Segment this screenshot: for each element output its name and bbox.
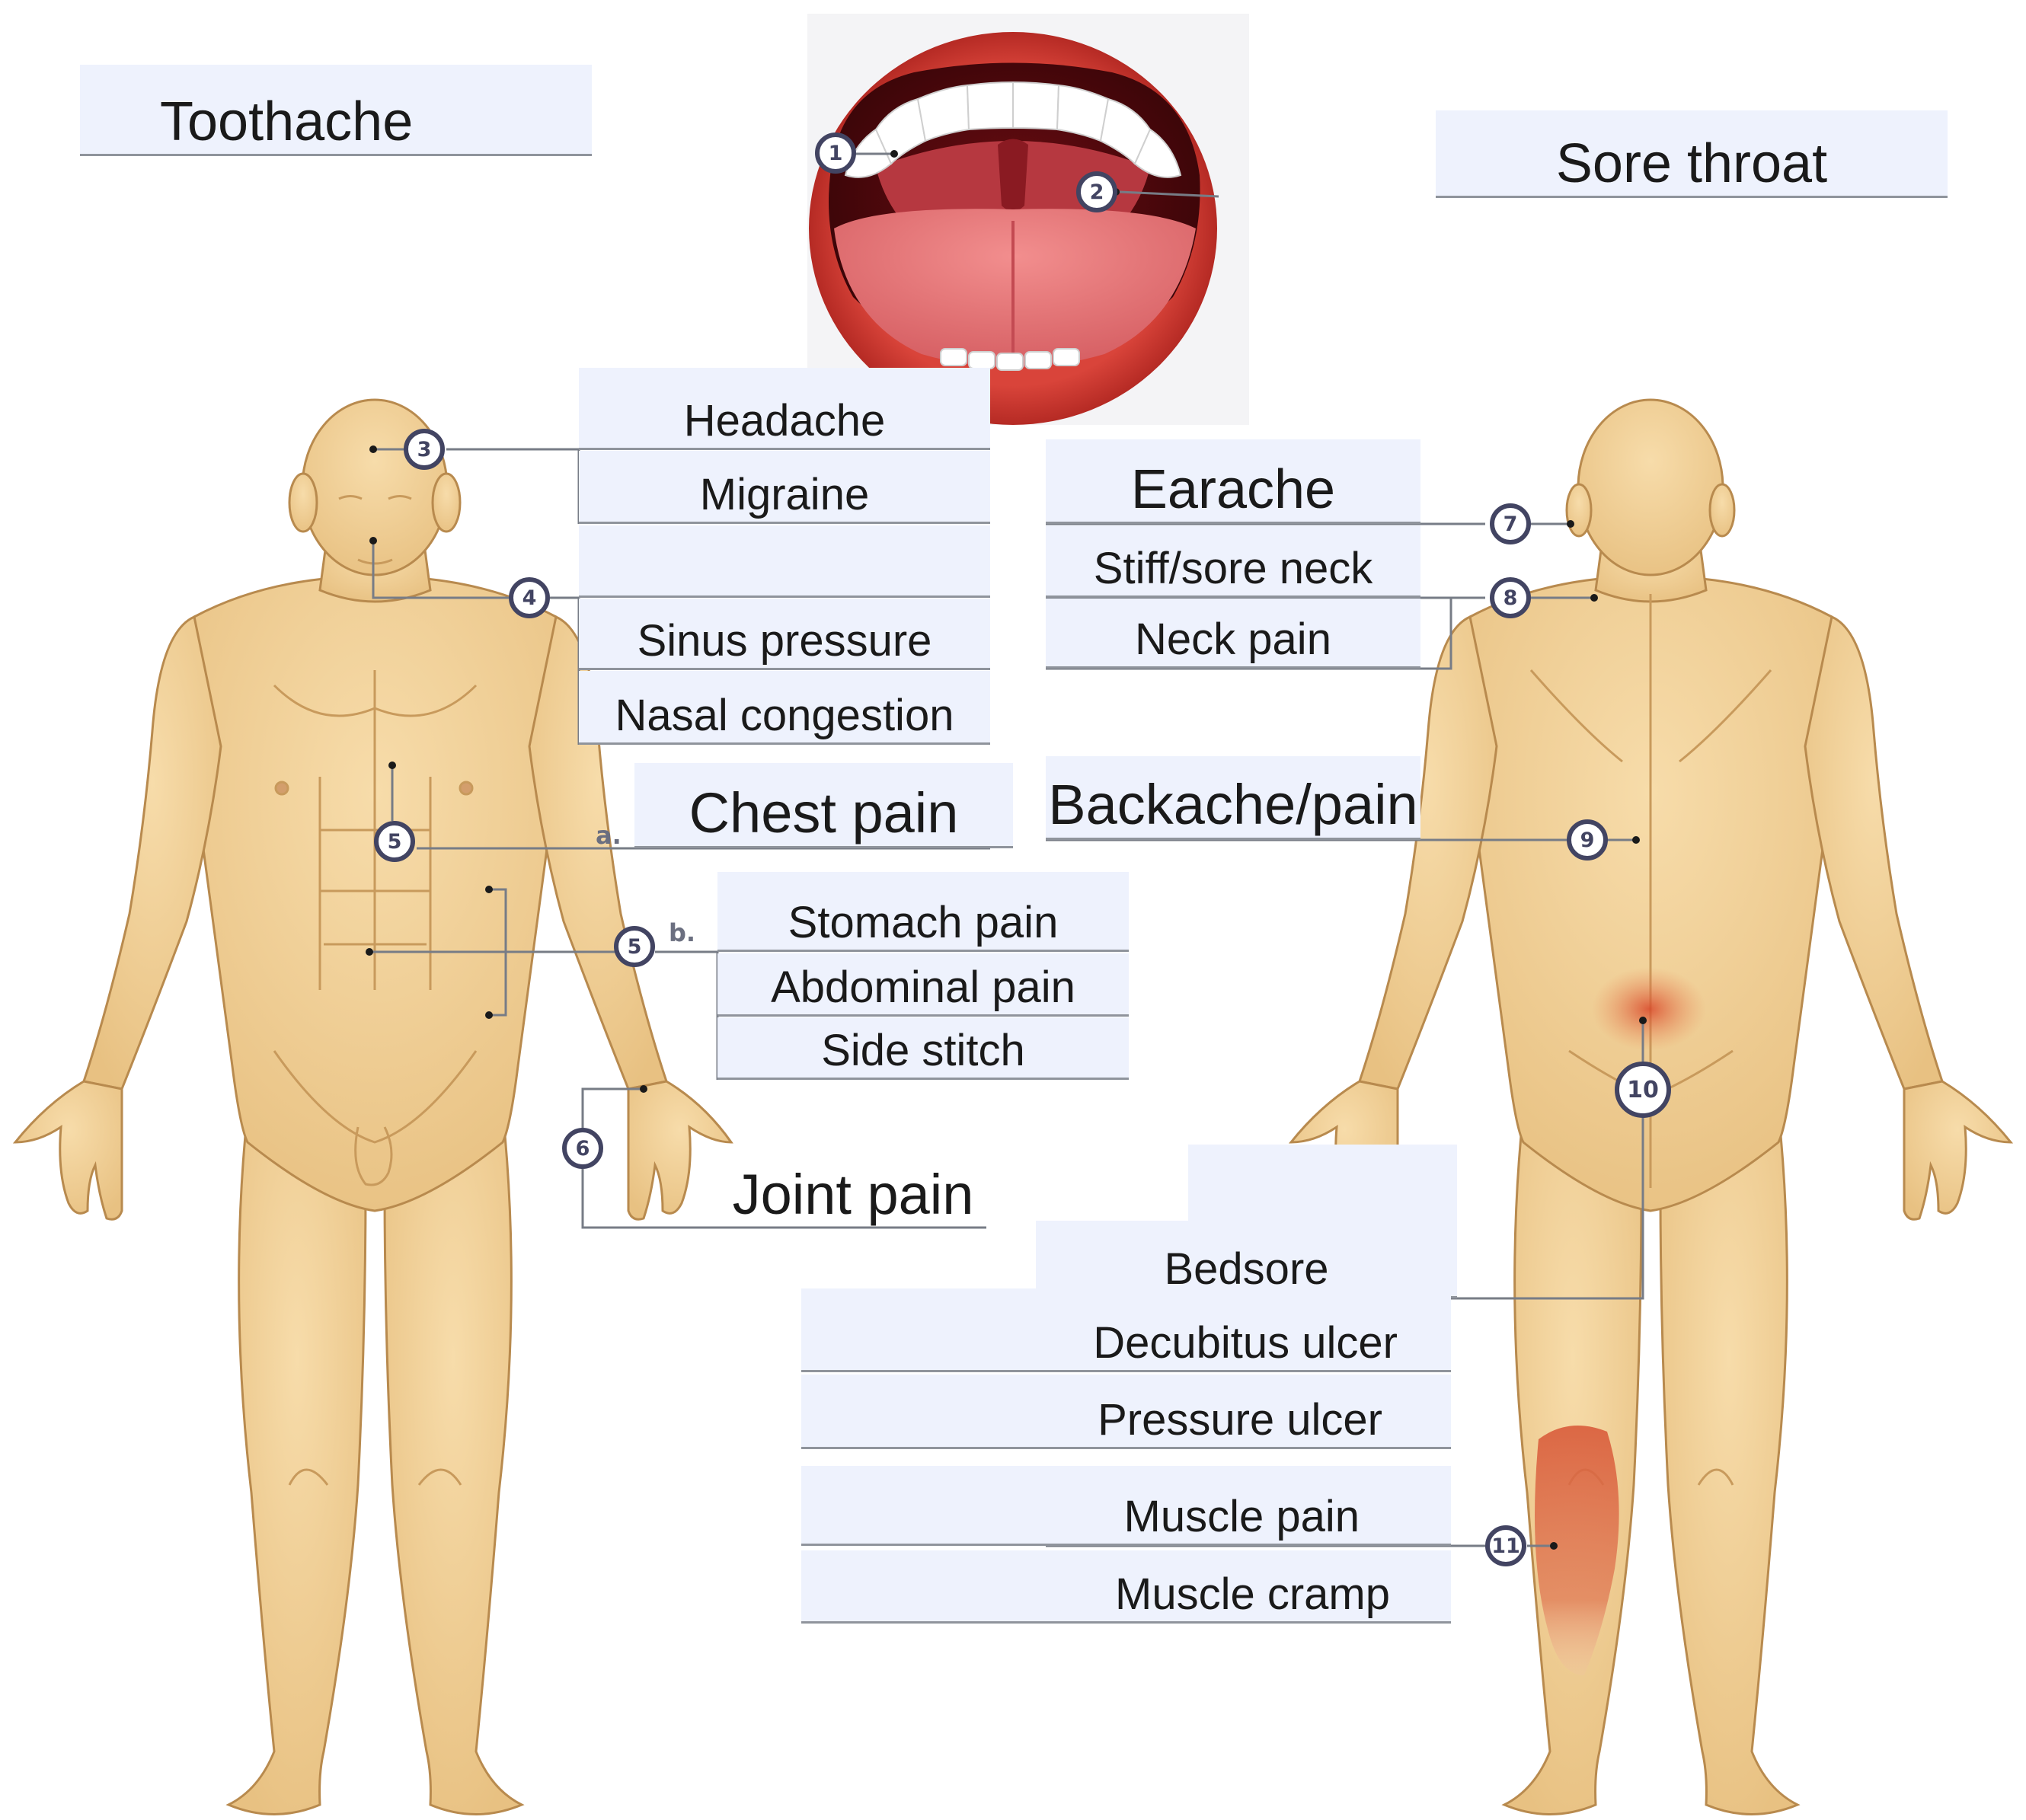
marker-11: 11 bbox=[1485, 1525, 1526, 1566]
label-backache-pain[interactable]: Backache/pain bbox=[1046, 756, 1420, 840]
label-nasal-congestion-text: Nasal congestion bbox=[615, 694, 954, 738]
label-muscle-pain-text: Muscle pain bbox=[1124, 1495, 1360, 1539]
label-bedsore[interactable]: Bedsore bbox=[1036, 1221, 1457, 1298]
label-earache[interactable]: Earache bbox=[1046, 439, 1420, 524]
label-muscle-cramp-text: Muscle cramp bbox=[1115, 1573, 1390, 1617]
marker-10: 10 bbox=[1615, 1062, 1671, 1118]
label-abdominal-pain-text: Abdominal pain bbox=[771, 966, 1075, 1010]
label-muscle-cramp[interactable]: Muscle cramp bbox=[801, 1550, 1451, 1624]
lower-back-inflammation bbox=[1592, 967, 1706, 1051]
label-decubitus-ulcer-text: Decubitus ulcer bbox=[1093, 1321, 1398, 1365]
label-toothache-text: Toothache bbox=[160, 94, 413, 149]
marker-7: 7 bbox=[1490, 503, 1531, 544]
label-abdominal-pain[interactable]: Abdominal pain bbox=[717, 953, 1129, 1017]
label-joint-pain-text: Joint pain bbox=[733, 1167, 974, 1223]
marker-5b: 5 bbox=[614, 926, 655, 967]
marker-6: 6 bbox=[562, 1128, 603, 1169]
label-headache-text: Headache bbox=[684, 399, 885, 443]
marker-3: 3 bbox=[404, 429, 445, 470]
label-nasal-congestion[interactable]: Nasal congestion bbox=[579, 671, 990, 745]
marker-8: 8 bbox=[1490, 577, 1531, 618]
marker-1: 1 bbox=[815, 133, 856, 174]
label-chest-pain[interactable]: Chest pain bbox=[634, 763, 1013, 848]
label-muscle-pain[interactable]: Muscle pain bbox=[801, 1466, 1451, 1546]
label-backache-pain-text: Backache/pain bbox=[1048, 777, 1417, 833]
label-stomach-pain-text: Stomach pain bbox=[788, 901, 1059, 945]
label-decubitus-ulcer[interactable]: Decubitus ulcer bbox=[801, 1288, 1451, 1372]
label-stomach-pain[interactable]: Stomach pain bbox=[717, 872, 1129, 952]
marker-5a-sublabel: a. bbox=[596, 821, 622, 850]
label-bedsore-blank[interactable] bbox=[1188, 1145, 1457, 1221]
label-toothache[interactable]: Toothache bbox=[80, 65, 592, 156]
label-neck-pain-text: Neck pain bbox=[1135, 618, 1331, 662]
label-migraine-text: Migraine bbox=[700, 473, 869, 517]
label-sore-throat[interactable]: Sore throat bbox=[1436, 110, 1948, 198]
marker-4: 4 bbox=[509, 577, 550, 618]
label-chest-pain-text: Chest pain bbox=[689, 785, 959, 841]
label-sinus-pressure-text: Sinus pressure bbox=[638, 619, 932, 663]
label-earache-text: Earache bbox=[1131, 462, 1335, 517]
marker-9: 9 bbox=[1567, 819, 1608, 861]
label-stiff-sore-neck[interactable]: Stiff/sore neck bbox=[1046, 525, 1420, 598]
label-bedsore-text: Bedsore bbox=[1164, 1247, 1328, 1292]
marker-5b-sublabel: b. bbox=[669, 918, 695, 947]
label-neck-pain[interactable]: Neck pain bbox=[1046, 599, 1420, 669]
label-sinus-pressure[interactable]: Sinus pressure bbox=[579, 599, 990, 670]
label-pressure-ulcer[interactable]: Pressure ulcer bbox=[801, 1375, 1451, 1449]
label-headache[interactable]: Headache bbox=[579, 368, 990, 450]
marker-5a: 5 bbox=[374, 821, 415, 862]
label-joint-pain[interactable]: Joint pain bbox=[701, 1154, 1005, 1228]
label-stiff-sore-neck-text: Stiff/sore neck bbox=[1094, 547, 1373, 591]
label-side-stitch-text: Side stitch bbox=[821, 1029, 1025, 1073]
label-sore-throat-text: Sore throat bbox=[1556, 136, 1827, 191]
label-blank[interactable] bbox=[579, 525, 990, 598]
open-mouth-illustration bbox=[807, 14, 1249, 425]
label-side-stitch[interactable]: Side stitch bbox=[717, 1017, 1129, 1080]
label-pressure-ulcer-text: Pressure ulcer bbox=[1098, 1398, 1382, 1442]
label-migraine[interactable]: Migraine bbox=[579, 451, 990, 524]
marker-2: 2 bbox=[1076, 171, 1117, 212]
